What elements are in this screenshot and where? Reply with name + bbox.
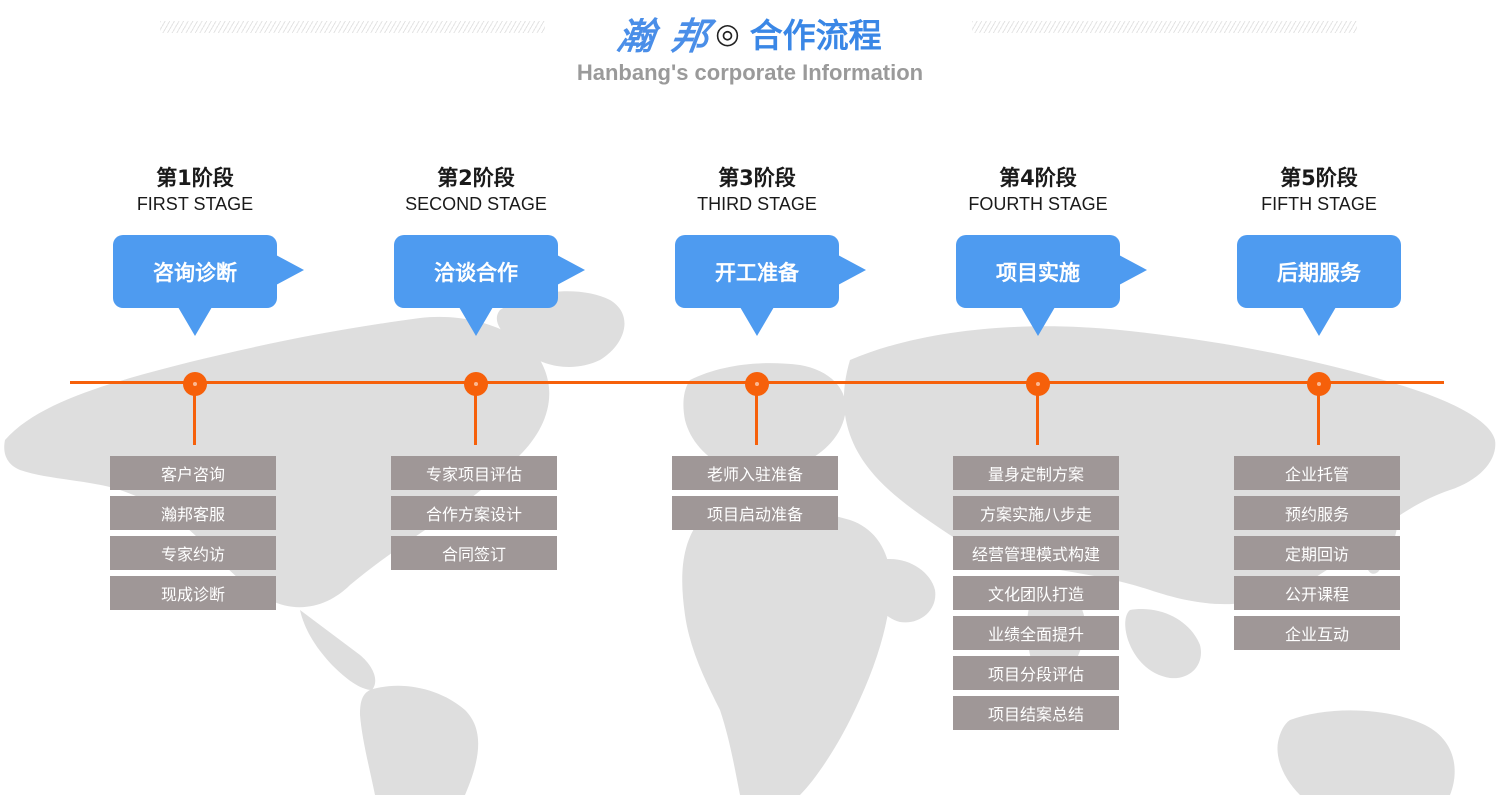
- stage-number-label: 第3阶段: [718, 166, 796, 190]
- stage-item: 专家约访: [110, 536, 276, 570]
- bubble-arrow-right-icon: [557, 255, 585, 285]
- bubble-arrow-down-icon: [178, 307, 212, 336]
- stage-title-bubble: 项目实施: [956, 235, 1120, 308]
- stage-item: 现成诊断: [110, 576, 276, 610]
- stage-title-bubble: 洽谈合作: [394, 235, 558, 308]
- stage-number-label: 第1阶段: [156, 166, 234, 190]
- australia-shape: [1277, 710, 1455, 795]
- bubble-arrow-down-icon: [1021, 307, 1055, 336]
- header: 瀚 邦 ◎ 合作流程: [0, 6, 1500, 60]
- bubble-arrow-right-icon: [1119, 255, 1147, 285]
- bubble-arrow-down-icon: [740, 307, 774, 336]
- stage-item: 业绩全面提升: [953, 616, 1119, 650]
- header-decoration-left: [160, 21, 545, 33]
- stage-item: 老师入驻准备: [672, 456, 838, 490]
- stage-number-label: 第5阶段: [1280, 166, 1358, 190]
- stage-item: 项目结案总结: [953, 696, 1119, 730]
- stage-item: 方案实施八步走: [953, 496, 1119, 530]
- page-subtitle: Hanbang's corporate Information: [576, 60, 924, 85]
- stage-item: 合同签订: [391, 536, 557, 570]
- stage-english-label: SECOND STAGE: [405, 194, 547, 214]
- stage-item: 项目分段评估: [953, 656, 1119, 690]
- asia-shape: [843, 326, 1496, 605]
- stage-item-list: 客户咨询 瀚邦客服 专家约访 现成诊断: [110, 456, 276, 616]
- page-title: 合作流程: [749, 16, 882, 55]
- stage-item: 预约服务: [1234, 496, 1400, 530]
- stage-number-label: 第4阶段: [999, 166, 1077, 190]
- header-decoration-right: [972, 21, 1357, 33]
- stage-item: 企业互动: [1234, 616, 1400, 650]
- brand-logo-text: 瀚 邦: [614, 14, 714, 58]
- greenland-shape: [496, 291, 625, 367]
- stage-item: 客户咨询: [110, 456, 276, 490]
- stage-title-bubble: 开工准备: [675, 235, 839, 308]
- north-america-shape: [4, 316, 550, 608]
- africa-shape: [682, 508, 891, 795]
- stage-number-label: 第2阶段: [437, 166, 515, 190]
- stage-english-label: FIFTH STAGE: [1261, 194, 1377, 214]
- south-america-shape: [360, 685, 479, 795]
- stage-item: 文化团队打造: [953, 576, 1119, 610]
- timeline-stem: [474, 390, 477, 445]
- bubble-arrow-down-icon: [459, 307, 493, 336]
- stage-item: 企业托管: [1234, 456, 1400, 490]
- central-america-shape: [300, 610, 376, 690]
- stage-item-list: 老师入驻准备 项目启动准备: [672, 456, 838, 536]
- timeline-stem: [755, 390, 758, 445]
- stage-english-label: THIRD STAGE: [697, 194, 817, 214]
- timeline-stem: [193, 390, 196, 445]
- stage-item: 定期回访: [1234, 536, 1400, 570]
- stage-english-label: FOURTH STAGE: [968, 194, 1108, 214]
- bubble-arrow-right-icon: [838, 255, 866, 285]
- bubble-arrow-down-icon: [1302, 307, 1336, 336]
- stage-title-bubble: 后期服务: [1237, 235, 1401, 308]
- bubble-arrow-right-icon: [276, 255, 304, 285]
- stage-title-bubble: 咨询诊断: [113, 235, 277, 308]
- stage-item: 公开课程: [1234, 576, 1400, 610]
- stage-english-label: FIRST STAGE: [136, 194, 254, 214]
- stage-item: 经营管理模式构建: [953, 536, 1119, 570]
- timeline-stem: [1036, 390, 1039, 445]
- stage-item-list: 量身定制方案 方案实施八步走 经营管理模式构建 文化团队打造 业绩全面提升 项目…: [953, 456, 1119, 736]
- stage-item-list: 企业托管 预约服务 定期回访 公开课程 企业互动: [1234, 456, 1400, 656]
- stage-item: 项目启动准备: [672, 496, 838, 530]
- arabia-shape: [872, 559, 936, 623]
- brand-mark-icon: ◎: [715, 16, 740, 50]
- timeline-stem: [1317, 390, 1320, 445]
- stage-item: 量身定制方案: [953, 456, 1119, 490]
- europe-shape: [683, 363, 846, 477]
- stage-item-list: 专家项目评估 合作方案设计 合同签订: [391, 456, 557, 576]
- stage-item: 瀚邦客服: [110, 496, 276, 530]
- southeast-asia-shape: [1125, 609, 1201, 679]
- stage-item: 合作方案设计: [391, 496, 557, 530]
- stage-item: 专家项目评估: [391, 456, 557, 490]
